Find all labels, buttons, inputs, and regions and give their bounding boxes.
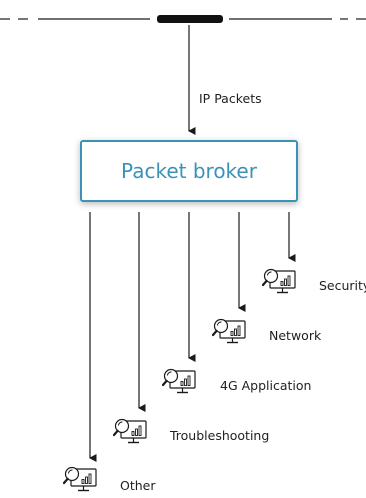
4g-application-monitor-icon bbox=[162, 368, 196, 394]
troubleshooting-monitor-icon bbox=[113, 418, 147, 444]
security-monitor-icon bbox=[262, 268, 296, 294]
other-monitor-icon bbox=[63, 466, 97, 492]
network-link bbox=[0, 15, 366, 23]
network-monitor-icon bbox=[212, 318, 246, 344]
packet-broker-title: Packet broker bbox=[121, 159, 257, 183]
tap-block bbox=[157, 15, 223, 23]
input-label: IP Packets bbox=[199, 91, 262, 106]
output-label-troubleshooting: Troubleshooting bbox=[170, 428, 270, 443]
output-label-other: Other bbox=[120, 478, 156, 493]
output-label-4g-application: 4G Application bbox=[220, 378, 312, 393]
output-label-network: Network bbox=[269, 328, 322, 343]
packet-broker-box: Packet broker bbox=[80, 140, 298, 202]
output-label-security: Security bbox=[319, 278, 366, 293]
